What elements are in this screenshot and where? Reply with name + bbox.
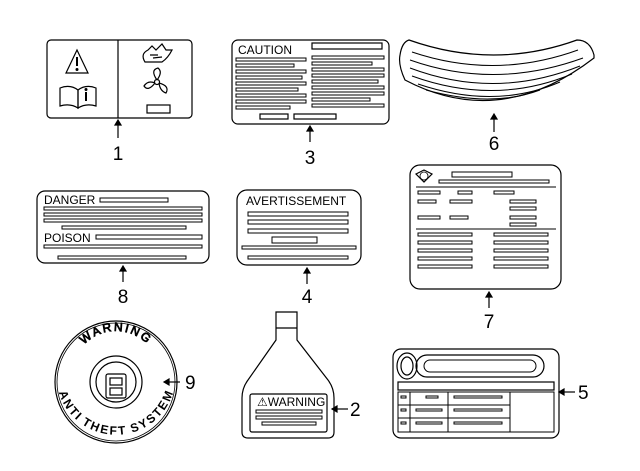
- callout-7: 7: [484, 312, 495, 333]
- danger-text-lines: [43, 206, 203, 230]
- label-7-data-plate: 7: [409, 164, 562, 333]
- danger-heading: DANGER: [44, 193, 96, 207]
- bottle-text-lines: [255, 409, 323, 426]
- label-4-avertissement: AVERTISSEMENT 4: [236, 189, 362, 308]
- manual-book-icon: [59, 85, 97, 110]
- avertissement-heading: AVERTISSEMENT: [246, 194, 347, 208]
- warning-triangle-icon: [65, 48, 89, 74]
- callout-1: 1: [113, 144, 124, 165]
- hand-hazard-icon: [142, 43, 173, 63]
- poison-heading: POISON: [44, 231, 91, 245]
- small-text-box: [146, 104, 171, 114]
- bottle-warning-heading: ⚠WARNING: [257, 395, 325, 409]
- avertissement-text-lines: [241, 211, 357, 260]
- caution-heading: CAUTION: [238, 43, 292, 57]
- caution-text-lines: [235, 55, 385, 110]
- callout-6: 6: [489, 134, 500, 155]
- label-1-pictogram: 1: [46, 39, 193, 165]
- callout-2: 2: [350, 400, 361, 421]
- label-5-spec-table: 5: [392, 348, 589, 439]
- callout-5: 5: [578, 383, 589, 404]
- callout-3: 3: [305, 148, 316, 169]
- callout-4: 4: [302, 287, 313, 308]
- curved-text-lines: [409, 49, 584, 100]
- label-6-curved: 6: [398, 39, 595, 155]
- callout-9: 9: [185, 373, 196, 394]
- lock-emblem-icon: [89, 355, 143, 409]
- label-3-caution: CAUTION 3: [231, 39, 390, 169]
- cylinder-icon: [396, 352, 545, 380]
- label-9-anti-theft-seal: WARNING ANTI THEFT SYSTEM 9: [54, 319, 196, 444]
- poison-text-lines: [43, 244, 203, 260]
- spec-table-grid: [397, 391, 555, 433]
- seal-top-text-outline: WARNING: [77, 320, 155, 347]
- callout-8: 8: [118, 287, 129, 308]
- fan-icon: [143, 67, 168, 94]
- label-8-danger-poison: DANGER POISON 8: [36, 190, 210, 308]
- data-plate-lines: [416, 171, 556, 269]
- seal-bottom-text: ANTI THEFT SYSTEM: [56, 388, 176, 437]
- label-2-bottle-warning: ⚠WARNING 2: [241, 311, 361, 439]
